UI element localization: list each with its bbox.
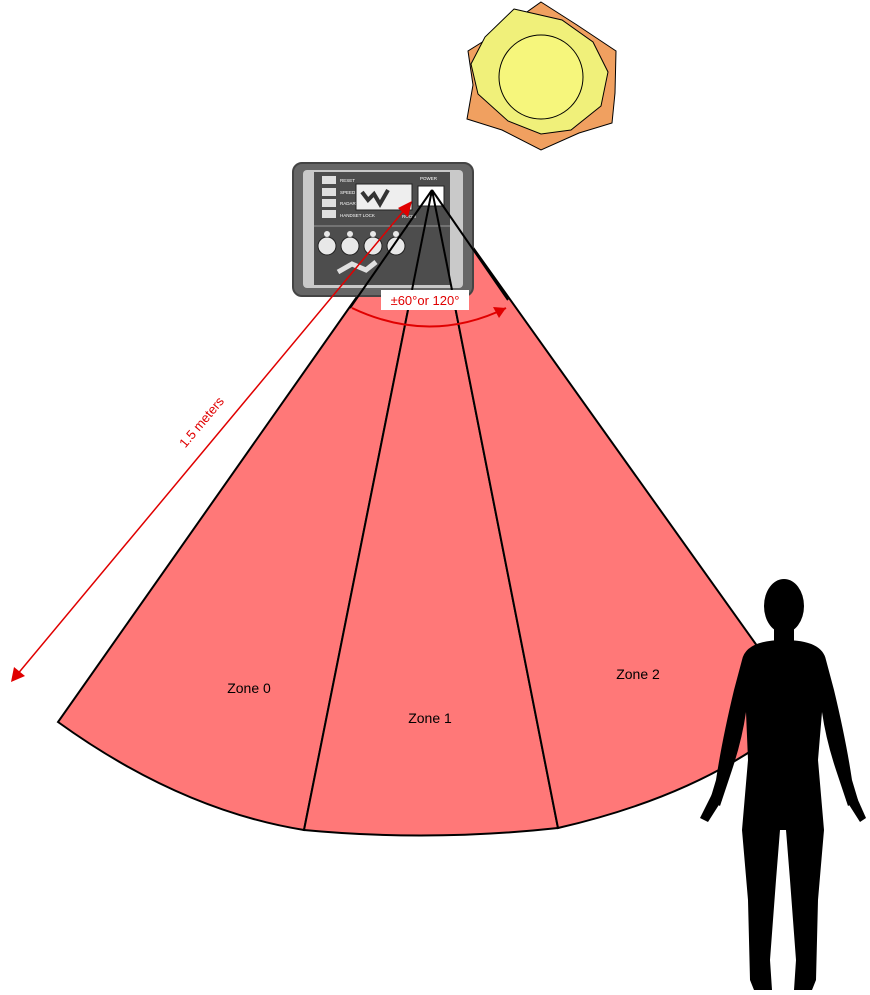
distance-label: 1.5 meters bbox=[176, 393, 227, 450]
zone-1-label: Zone 1 bbox=[408, 710, 452, 726]
panel-room-label: ROOM bbox=[402, 214, 416, 219]
fan-edges-overlay bbox=[349, 189, 509, 309]
zone-0-label: Zone 0 bbox=[227, 680, 271, 696]
panel-radar-label: RADAR LIMIT bbox=[340, 201, 369, 206]
sun-icon bbox=[466, 1, 617, 151]
angle-annotation: ±60°or 120° bbox=[351, 290, 507, 328]
human-silhouette-icon bbox=[700, 579, 866, 990]
panel-power-label: POWER bbox=[420, 176, 438, 181]
angle-label: ±60°or 120° bbox=[391, 293, 460, 308]
sensor-control-panel-icon: RESET SPEED RADAR LIMIT HANDSET LOCK POW… bbox=[292, 162, 474, 297]
zone-2-label: Zone 2 bbox=[616, 666, 660, 682]
fan-sector-zone-0 bbox=[56, 189, 433, 832]
panel-handset-label: HANDSET LOCK bbox=[340, 213, 375, 218]
panel-speed-label: SPEED bbox=[340, 190, 356, 195]
fan-sector-zone-1 bbox=[302, 189, 560, 837]
panel-reset-label: RESET bbox=[340, 178, 355, 183]
